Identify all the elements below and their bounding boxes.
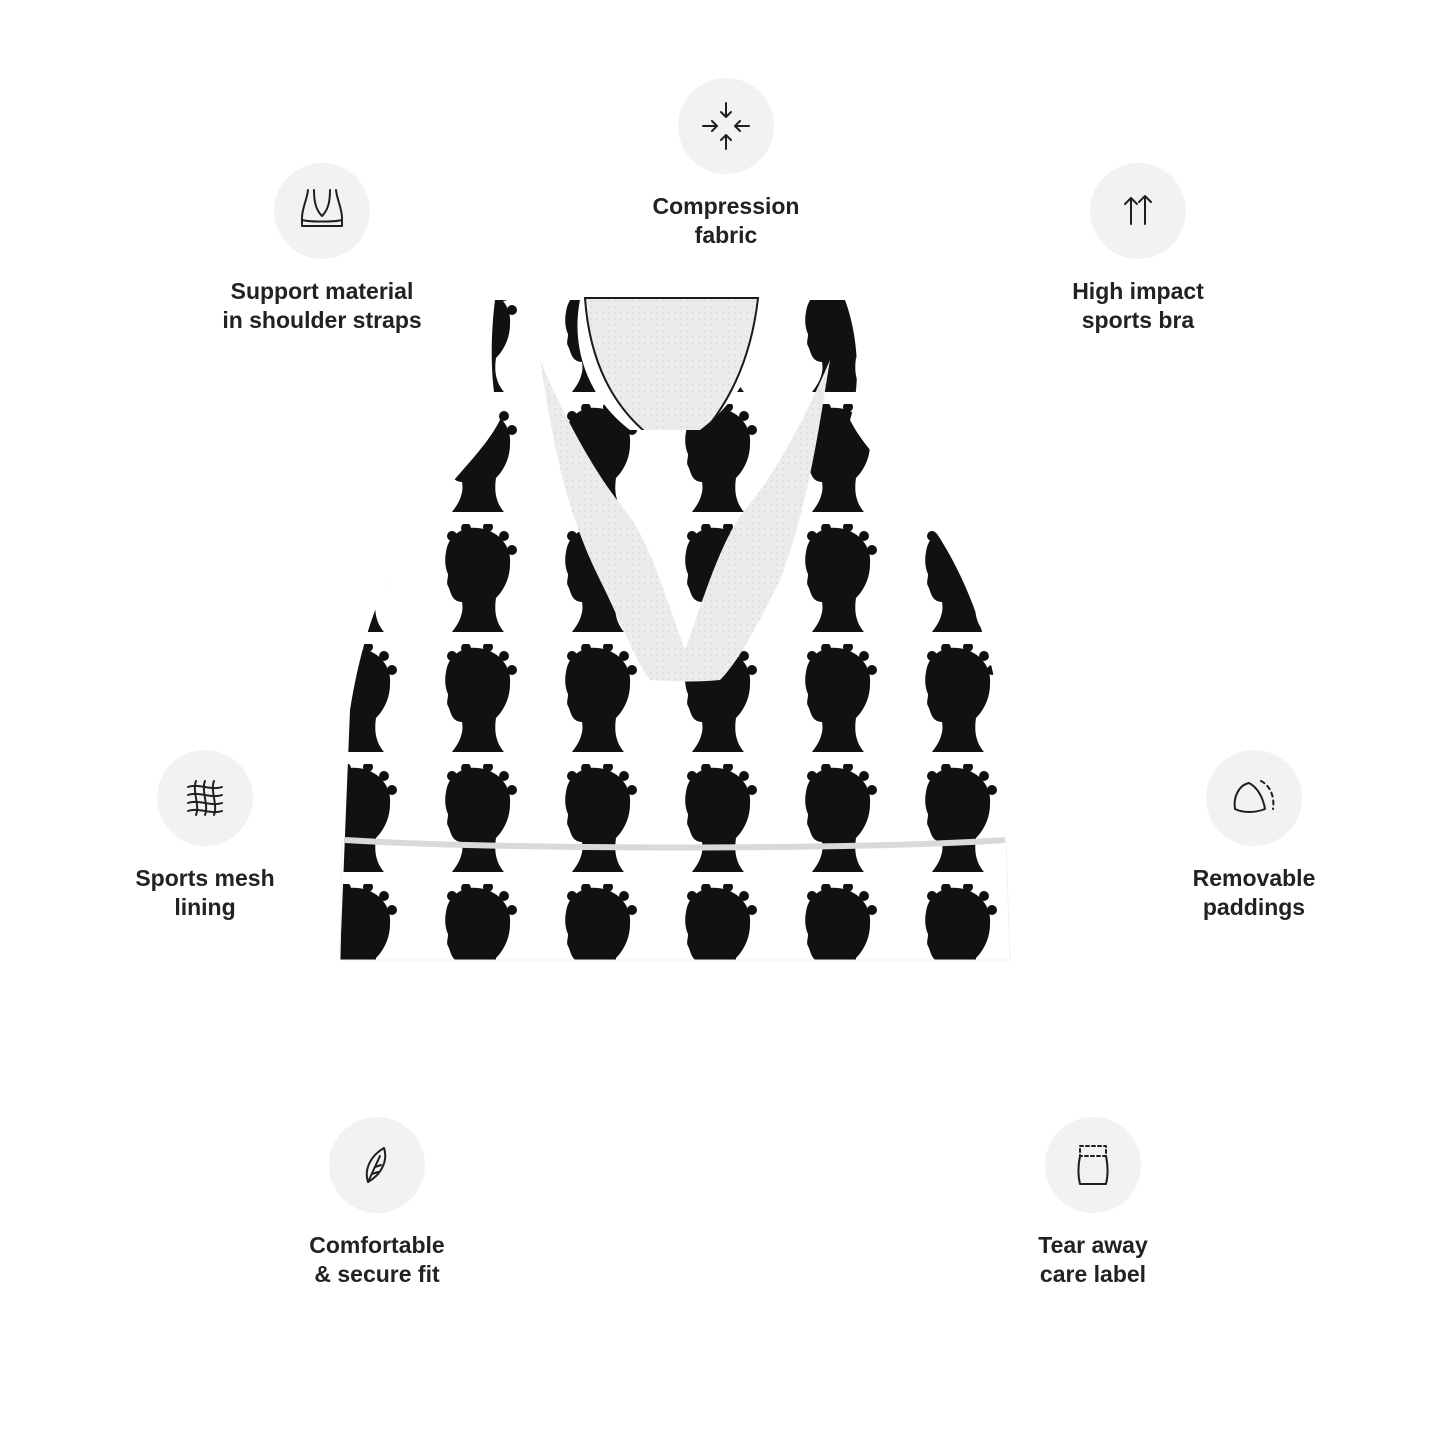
mesh-net-icon: [157, 750, 253, 846]
tag-label-icon: [1045, 1117, 1141, 1213]
feature-label: Support material in shoulder straps: [222, 278, 422, 333]
compress-arrows-icon: [678, 78, 774, 174]
feature-sports-mesh: Sports mesh lining: [55, 750, 355, 922]
feature-label: Compression fabric: [652, 193, 800, 248]
feature-high-impact: High impact sports bra: [988, 163, 1288, 335]
feature-comfortable-fit: Comfortable & secure fit: [227, 1117, 527, 1289]
feature-compression: Compression fabric: [576, 78, 876, 250]
feature-label: Comfortable & secure fit: [309, 1232, 445, 1287]
feather-icon: [329, 1117, 425, 1213]
double-up-arrows-icon: [1090, 163, 1186, 259]
feature-label: Sports mesh lining: [135, 865, 275, 920]
feature-care-label: Tear away care label: [943, 1117, 1243, 1289]
feature-removable-paddings: Removable paddings: [1104, 750, 1404, 922]
bra-straps-icon: [274, 163, 370, 259]
feature-label: Tear away care label: [1038, 1232, 1148, 1287]
feature-label: Removable paddings: [1192, 865, 1316, 920]
padding-cup-icon: [1206, 750, 1302, 846]
feature-label: High impact sports bra: [1072, 278, 1204, 333]
sports-bra-image: [339, 297, 1011, 961]
feature-support: Support material in shoulder straps: [172, 163, 472, 335]
